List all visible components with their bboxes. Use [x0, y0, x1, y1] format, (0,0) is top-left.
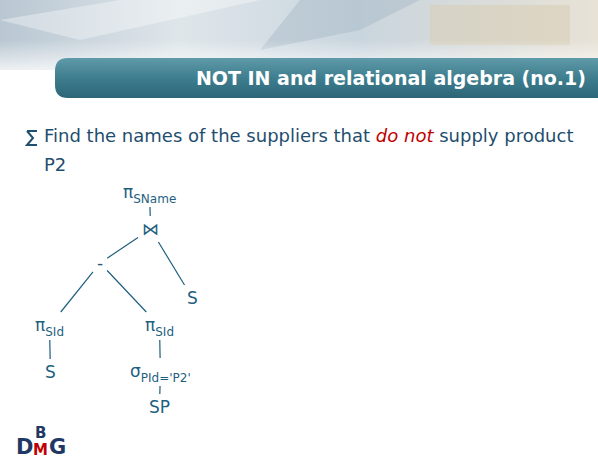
tree-edge	[159, 386, 160, 394]
photo-folder	[430, 5, 570, 45]
algebra-operator: πSId	[143, 314, 176, 338]
algebra-operator: σPId='P2'	[128, 360, 193, 384]
operator-symbol: π	[123, 182, 133, 202]
algebra-operator: πSName	[121, 181, 178, 205]
algebra-operator: ⋈	[140, 218, 161, 240]
tree-edge	[61, 272, 93, 312]
algebra-operator: -	[95, 252, 105, 274]
tree-edge	[158, 242, 184, 285]
operator-symbol: S	[187, 288, 198, 308]
operator-subscript: PId='P2'	[141, 371, 191, 385]
logo-letter: G	[49, 437, 66, 458]
slide-title: NOT IN and relational algebra (no.1)	[196, 58, 586, 98]
operator-symbol: π	[35, 315, 45, 335]
operator-symbol: ⋈	[142, 219, 159, 239]
tree-edge	[159, 340, 161, 358]
algebra-operator: SP	[147, 396, 172, 418]
operator-subscript: SId	[45, 325, 64, 339]
operator-symbol: π	[145, 315, 155, 335]
logo-letter: B	[35, 426, 46, 441]
title-band	[55, 58, 598, 98]
operator-symbol: σ	[130, 361, 141, 381]
logo-letter: M	[33, 443, 48, 458]
bullet-text: Find the names of the suppliers that do …	[44, 121, 574, 179]
algebra-operator: S	[185, 287, 200, 309]
emphasis-text: do not	[376, 125, 434, 146]
algebra-operator: S	[43, 361, 58, 383]
bullet-symbol	[27, 131, 37, 145]
tree-edge	[107, 270, 146, 312]
photo-streak	[0, 0, 260, 40]
operator-symbol: SP	[149, 397, 170, 417]
tree-edge	[149, 207, 150, 216]
bullet-text: Find the names of the suppliers that	[44, 125, 370, 146]
operator-subscript: SName	[133, 192, 176, 206]
tree-edge	[49, 340, 51, 359]
operator-symbol: S	[45, 362, 56, 382]
algebra-operator: πSId	[33, 314, 66, 338]
tree-edge	[107, 237, 138, 258]
operator-symbol: -	[97, 253, 103, 273]
operator-subscript: SId	[155, 325, 174, 339]
logo-letter: D	[16, 437, 33, 458]
